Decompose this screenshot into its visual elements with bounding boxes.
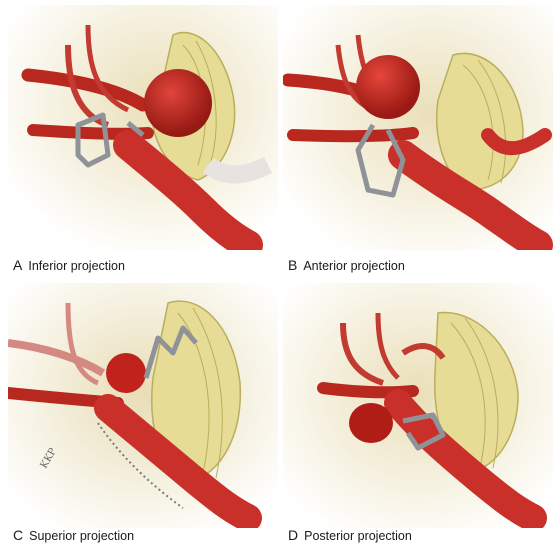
carotid-artery — [113, 130, 263, 250]
panel-c-caption: C Superior projection — [13, 527, 134, 543]
panel-letter: D — [288, 527, 299, 543]
panel-label: Inferior projection — [28, 259, 125, 273]
aneurysm — [144, 69, 212, 137]
panel-label: Superior projection — [29, 529, 135, 543]
panel-d-caption: D Posterior projection — [288, 527, 412, 543]
aneurysm-clip — [402, 412, 446, 451]
aneurysm — [106, 353, 146, 393]
aneurysm-clip — [355, 123, 406, 198]
panel-letter: A — [13, 257, 23, 273]
panel-label: Anterior projection — [303, 259, 405, 273]
panel-b-caption: B Anterior projection — [288, 257, 405, 273]
aneurysm — [349, 403, 393, 443]
panel-label: Posterior projection — [304, 529, 412, 543]
artery — [8, 339, 106, 377]
artery-branch — [85, 24, 130, 113]
artery-branch — [65, 302, 100, 386]
aneurysm-clip — [75, 112, 145, 168]
panel-b-illustration — [283, 5, 553, 250]
carotid-artery — [94, 394, 262, 528]
panel-c-illustration — [8, 283, 278, 528]
artery-branch — [65, 44, 110, 128]
carotid-artery — [384, 389, 547, 528]
panel-a-caption: A Inferior projection — [13, 257, 125, 273]
carotid-artery — [388, 140, 553, 250]
panel-a-inferior: A Inferior projection — [8, 5, 278, 273]
artery-branch — [375, 312, 400, 380]
panel-d-posterior: D Posterior projection — [283, 283, 553, 543]
artery — [317, 382, 419, 399]
perforator — [97, 422, 184, 509]
panel-letter: B — [288, 257, 298, 273]
aneurysm — [356, 55, 420, 119]
artery-branch — [340, 322, 385, 386]
panel-d-illustration — [283, 283, 553, 528]
panel-a-illustration — [8, 5, 278, 250]
artery — [21, 68, 150, 112]
panel-letter: C — [13, 527, 24, 543]
optic-nerve — [436, 52, 524, 191]
panel-b-anterior: B Anterior projection — [283, 5, 553, 273]
aneurysm-clip — [143, 325, 198, 379]
artery — [287, 127, 419, 143]
